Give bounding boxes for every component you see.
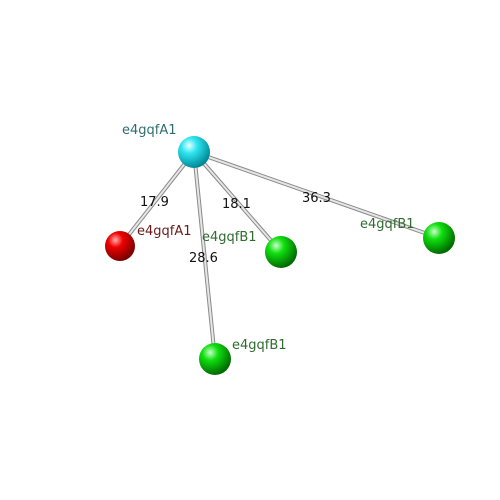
edge-hub-g1 bbox=[192, 150, 283, 254]
edges bbox=[118, 150, 441, 361]
node-labels: e4gqfA1 e4gqfA1 e4gqfB1 e4gqfB1 e4gqfB1 bbox=[122, 123, 415, 353]
edge-hub-g2 bbox=[192, 150, 441, 240]
edge-label-hub-red: 17.9 bbox=[140, 195, 169, 210]
node-g3-sphere bbox=[199, 343, 231, 375]
edge-labels: 17.9 18.1 36.3 28.6 bbox=[140, 191, 331, 266]
nodes bbox=[105, 136, 455, 375]
edge-hub-red bbox=[118, 150, 196, 248]
node-g2-sphere bbox=[423, 222, 455, 254]
edge-label-hub-g1: 18.1 bbox=[222, 197, 251, 212]
node-g1-sphere bbox=[265, 236, 297, 268]
node-g2-label: e4gqfB1 bbox=[360, 217, 415, 232]
node-hub-label: e4gqfA1 bbox=[122, 123, 177, 138]
node-g3-label: e4gqfB1 bbox=[232, 338, 287, 353]
edge-hub-g3 bbox=[192, 150, 217, 361]
node-red-sphere bbox=[105, 231, 135, 261]
node-g1-label: e4gqfB1 bbox=[202, 230, 257, 245]
node-red-label: e4gqfA1 bbox=[137, 224, 192, 239]
edge-label-hub-g2: 36.3 bbox=[302, 191, 331, 206]
node-hub-sphere bbox=[178, 136, 210, 168]
edge-label-hub-g3: 28.6 bbox=[189, 251, 218, 266]
